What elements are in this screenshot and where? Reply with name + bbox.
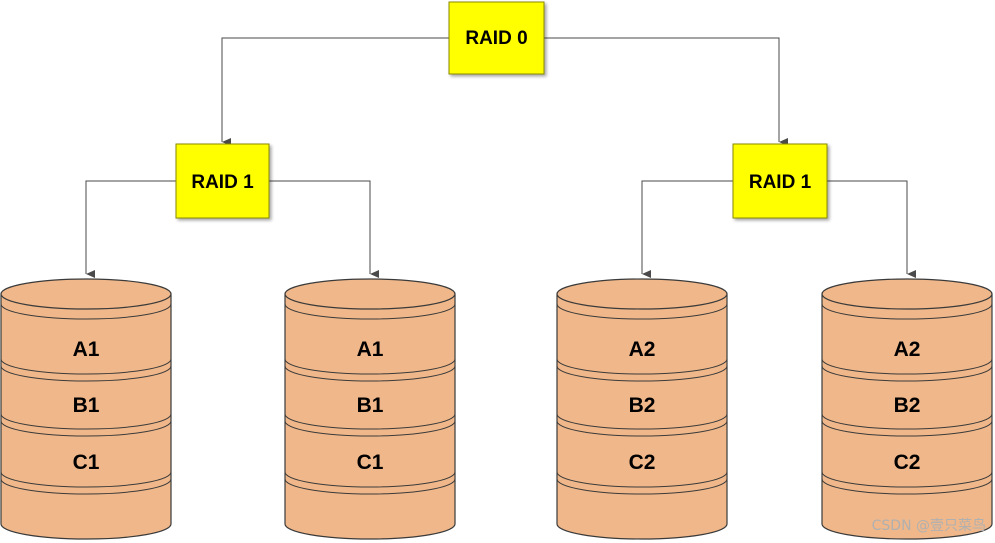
raid0-label: RAID 0 xyxy=(465,28,527,49)
raid1-box-right: RAID 1 xyxy=(732,143,828,219)
connector-root-left xyxy=(221,37,449,146)
disk-1-block-a: A1 xyxy=(73,338,100,361)
disk-3-block-b: B2 xyxy=(629,394,656,417)
disk-4: A2 B2 C2 xyxy=(821,278,993,540)
connector-mirror2-disk4 xyxy=(827,180,916,278)
disk-4-block-c: C2 xyxy=(894,451,921,474)
raid1-box-left: RAID 1 xyxy=(175,143,270,219)
raid0-box: RAID 0 xyxy=(448,1,545,75)
disk-2-block-a: A1 xyxy=(357,338,384,361)
disk-3-block-c: C2 xyxy=(629,451,656,474)
root-connectors xyxy=(221,37,788,146)
disk-2-block-b: B1 xyxy=(357,394,384,417)
disk-3-block-a: A2 xyxy=(629,338,656,361)
disk-2-block-c: C1 xyxy=(357,451,384,474)
mirror-connectors xyxy=(85,180,916,278)
connector-mirror1-disk1 xyxy=(85,180,176,278)
disk-1: A1 B1 C1 xyxy=(0,278,172,540)
disk-4-block-b: B2 xyxy=(894,394,921,417)
disk-1-block-b: B1 xyxy=(73,394,100,417)
connector-root-right xyxy=(544,37,788,146)
raid1-label-left: RAID 1 xyxy=(191,172,254,193)
raid1-label-right: RAID 1 xyxy=(749,172,812,193)
disk-2: A1 B1 C1 xyxy=(284,278,456,540)
disk-1-block-c: C1 xyxy=(73,451,100,474)
disk-4-block-a: A2 xyxy=(894,338,921,361)
connector-mirror1-disk2 xyxy=(269,180,379,278)
connector-mirror2-disk3 xyxy=(641,180,733,278)
disk-3: A2 B2 C2 xyxy=(556,278,728,540)
watermark: CSDN @壹只菜鸟 xyxy=(872,518,986,534)
